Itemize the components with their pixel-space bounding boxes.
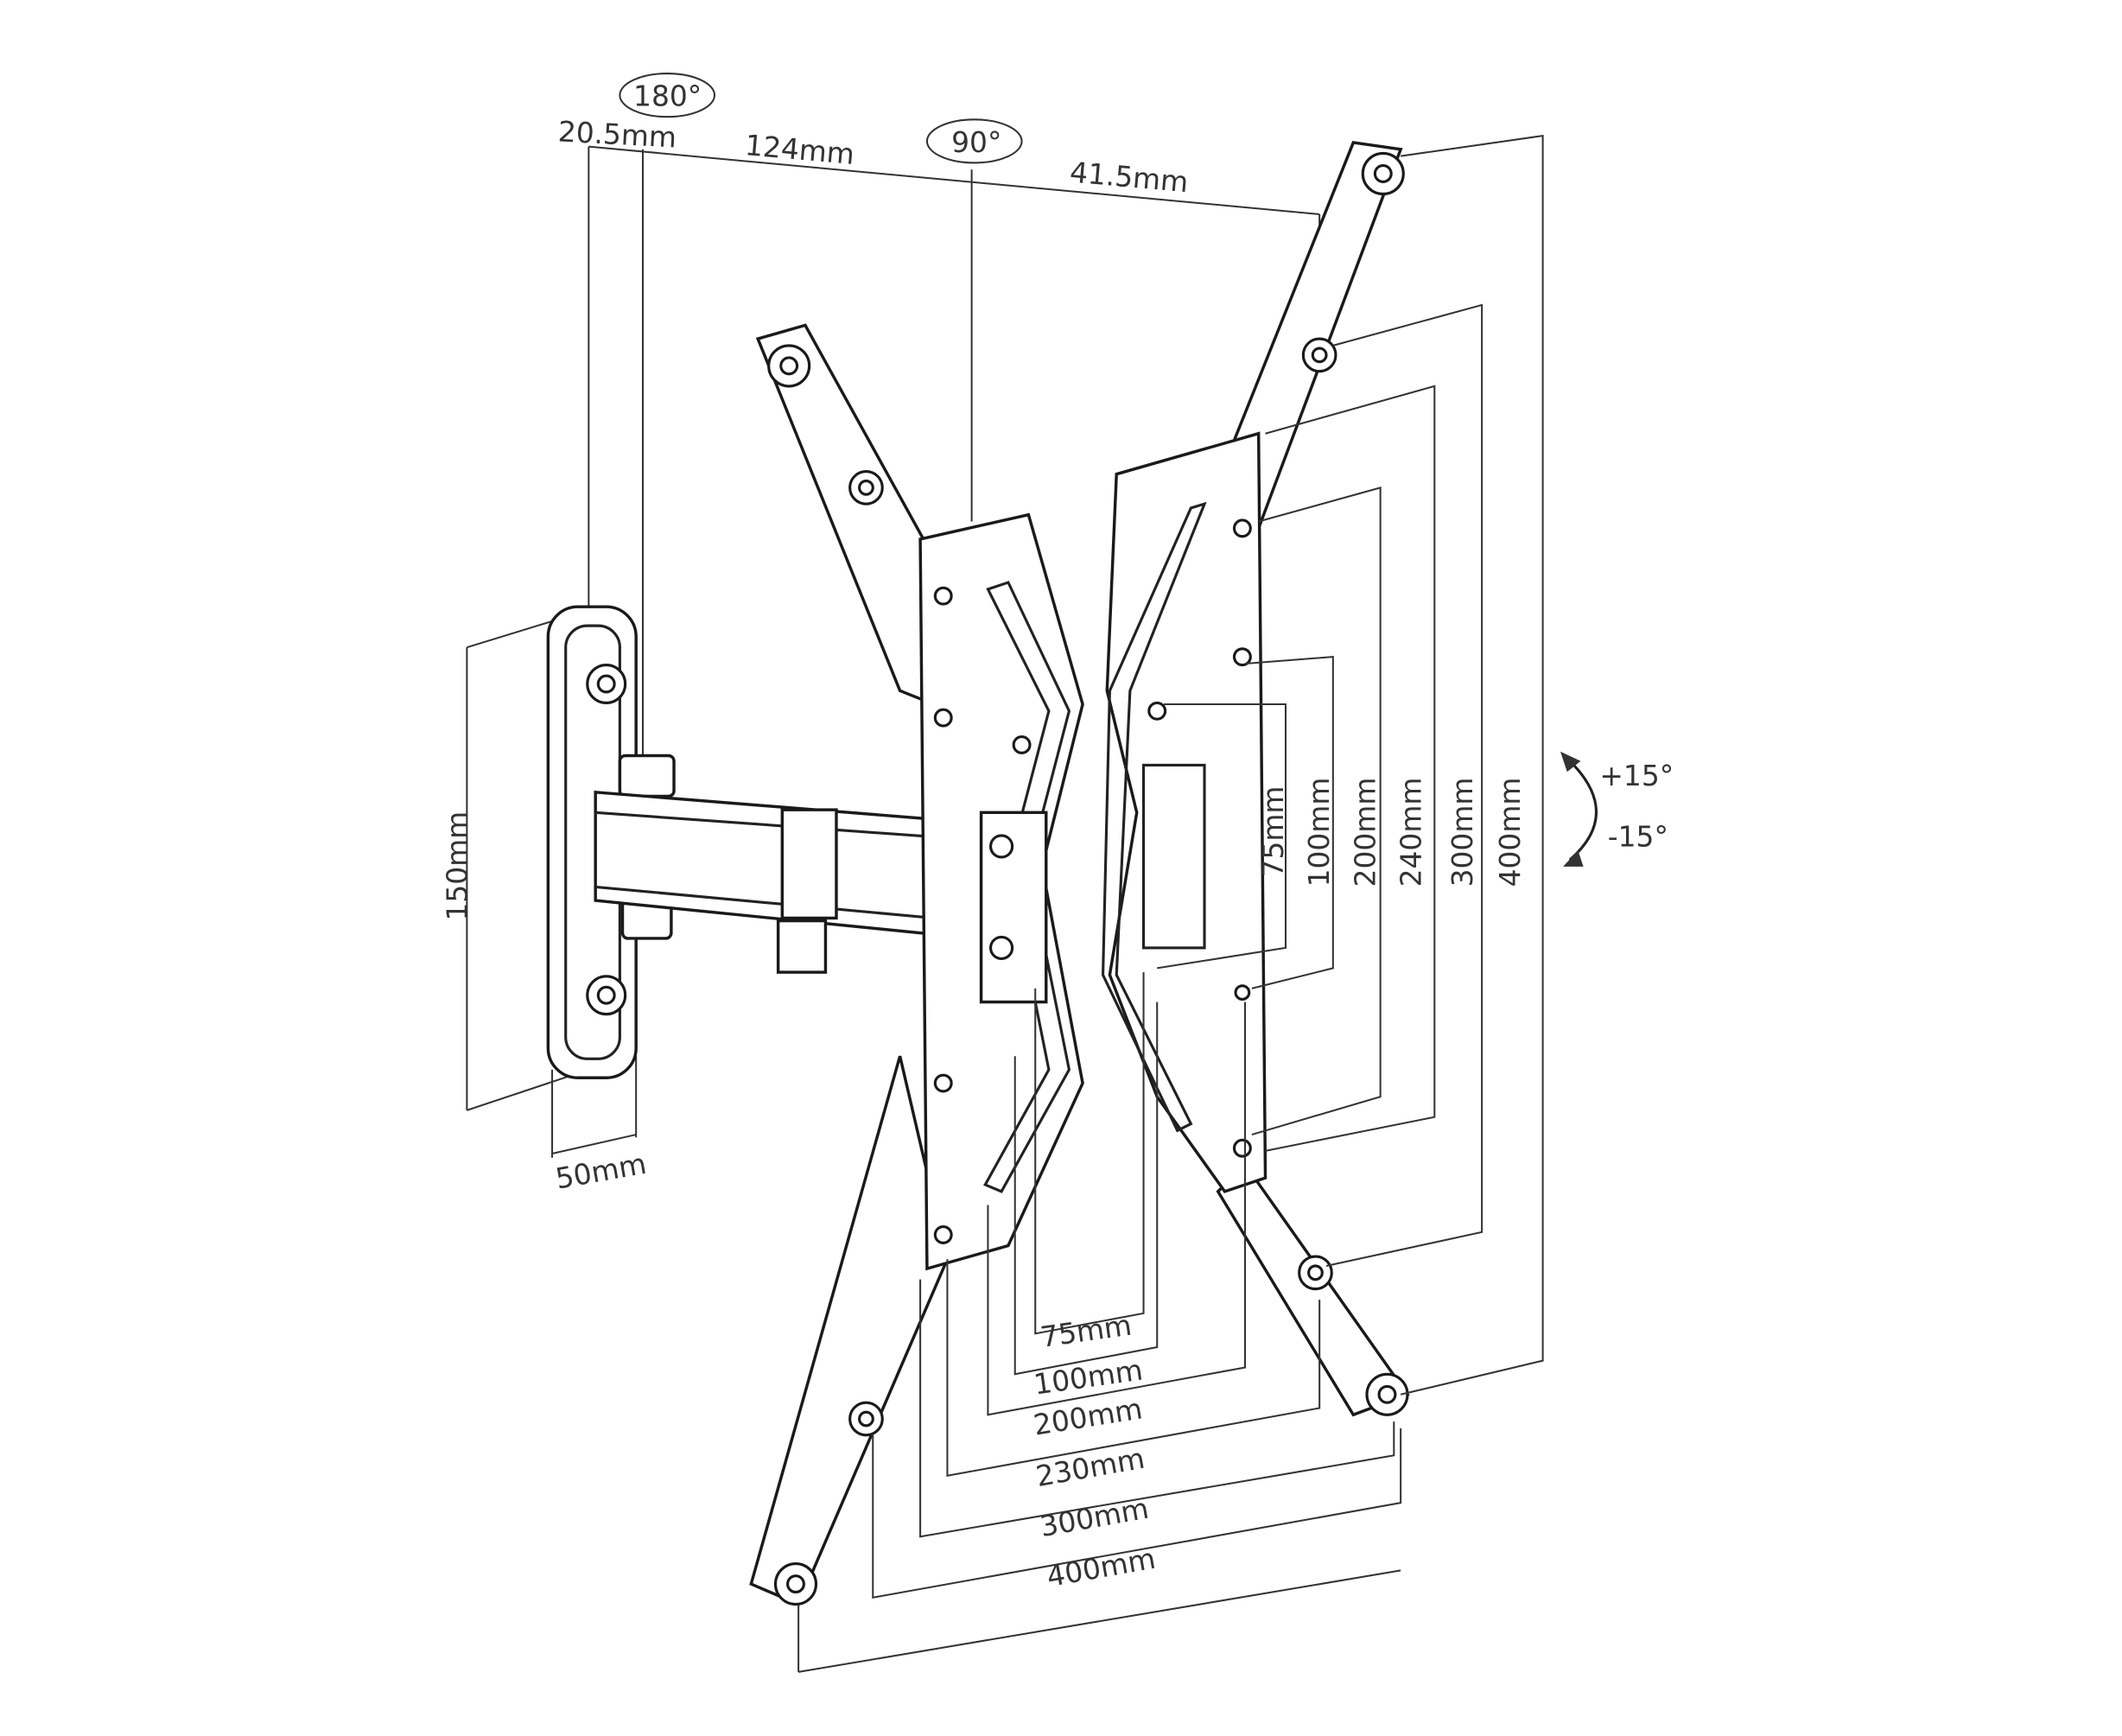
wall-plate	[466, 605, 638, 1158]
vertical-75mm-label: 75mm	[1256, 786, 1290, 878]
horizontal-dimension-lines	[797, 972, 1402, 1673]
left-mounting-plate	[918, 512, 1084, 1271]
horizontal-300mm-label: 300mm	[1038, 1491, 1152, 1543]
vertical-400mm-label: 400mm	[1493, 778, 1527, 887]
horizontal-400mm-label: 400mm	[1045, 1542, 1159, 1593]
vertical-100mm-label: 100mm	[1302, 778, 1336, 887]
wall-plate-height-label: 150mm	[440, 811, 473, 921]
tilt-up-label: +15°	[1599, 759, 1674, 792]
offset-20-5mm-label: 20.5mm	[557, 114, 677, 154]
swing-arm	[594, 754, 936, 974]
vertical-300mm-label: 300mm	[1445, 778, 1479, 887]
vertical-200mm-label: 200mm	[1348, 778, 1382, 887]
bolt-holes	[767, 151, 1409, 1606]
rotation-180-label: 180°	[633, 79, 702, 113]
tilt-arrow-icon	[1560, 751, 1598, 867]
arm-124mm-label: 124mm	[744, 128, 856, 171]
right-mounting-plate	[1101, 431, 1267, 1193]
tilt-down-label: -15°	[1608, 819, 1668, 853]
vertical-240mm-label: 240mm	[1395, 778, 1428, 887]
rotation-90-label: 90°	[951, 125, 1001, 159]
horizontal-75mm-label: 75mm	[1039, 1308, 1134, 1354]
wall-plate-width-label: 50mm	[553, 1147, 649, 1196]
vertical-dimension-lines	[1157, 134, 1544, 1396]
